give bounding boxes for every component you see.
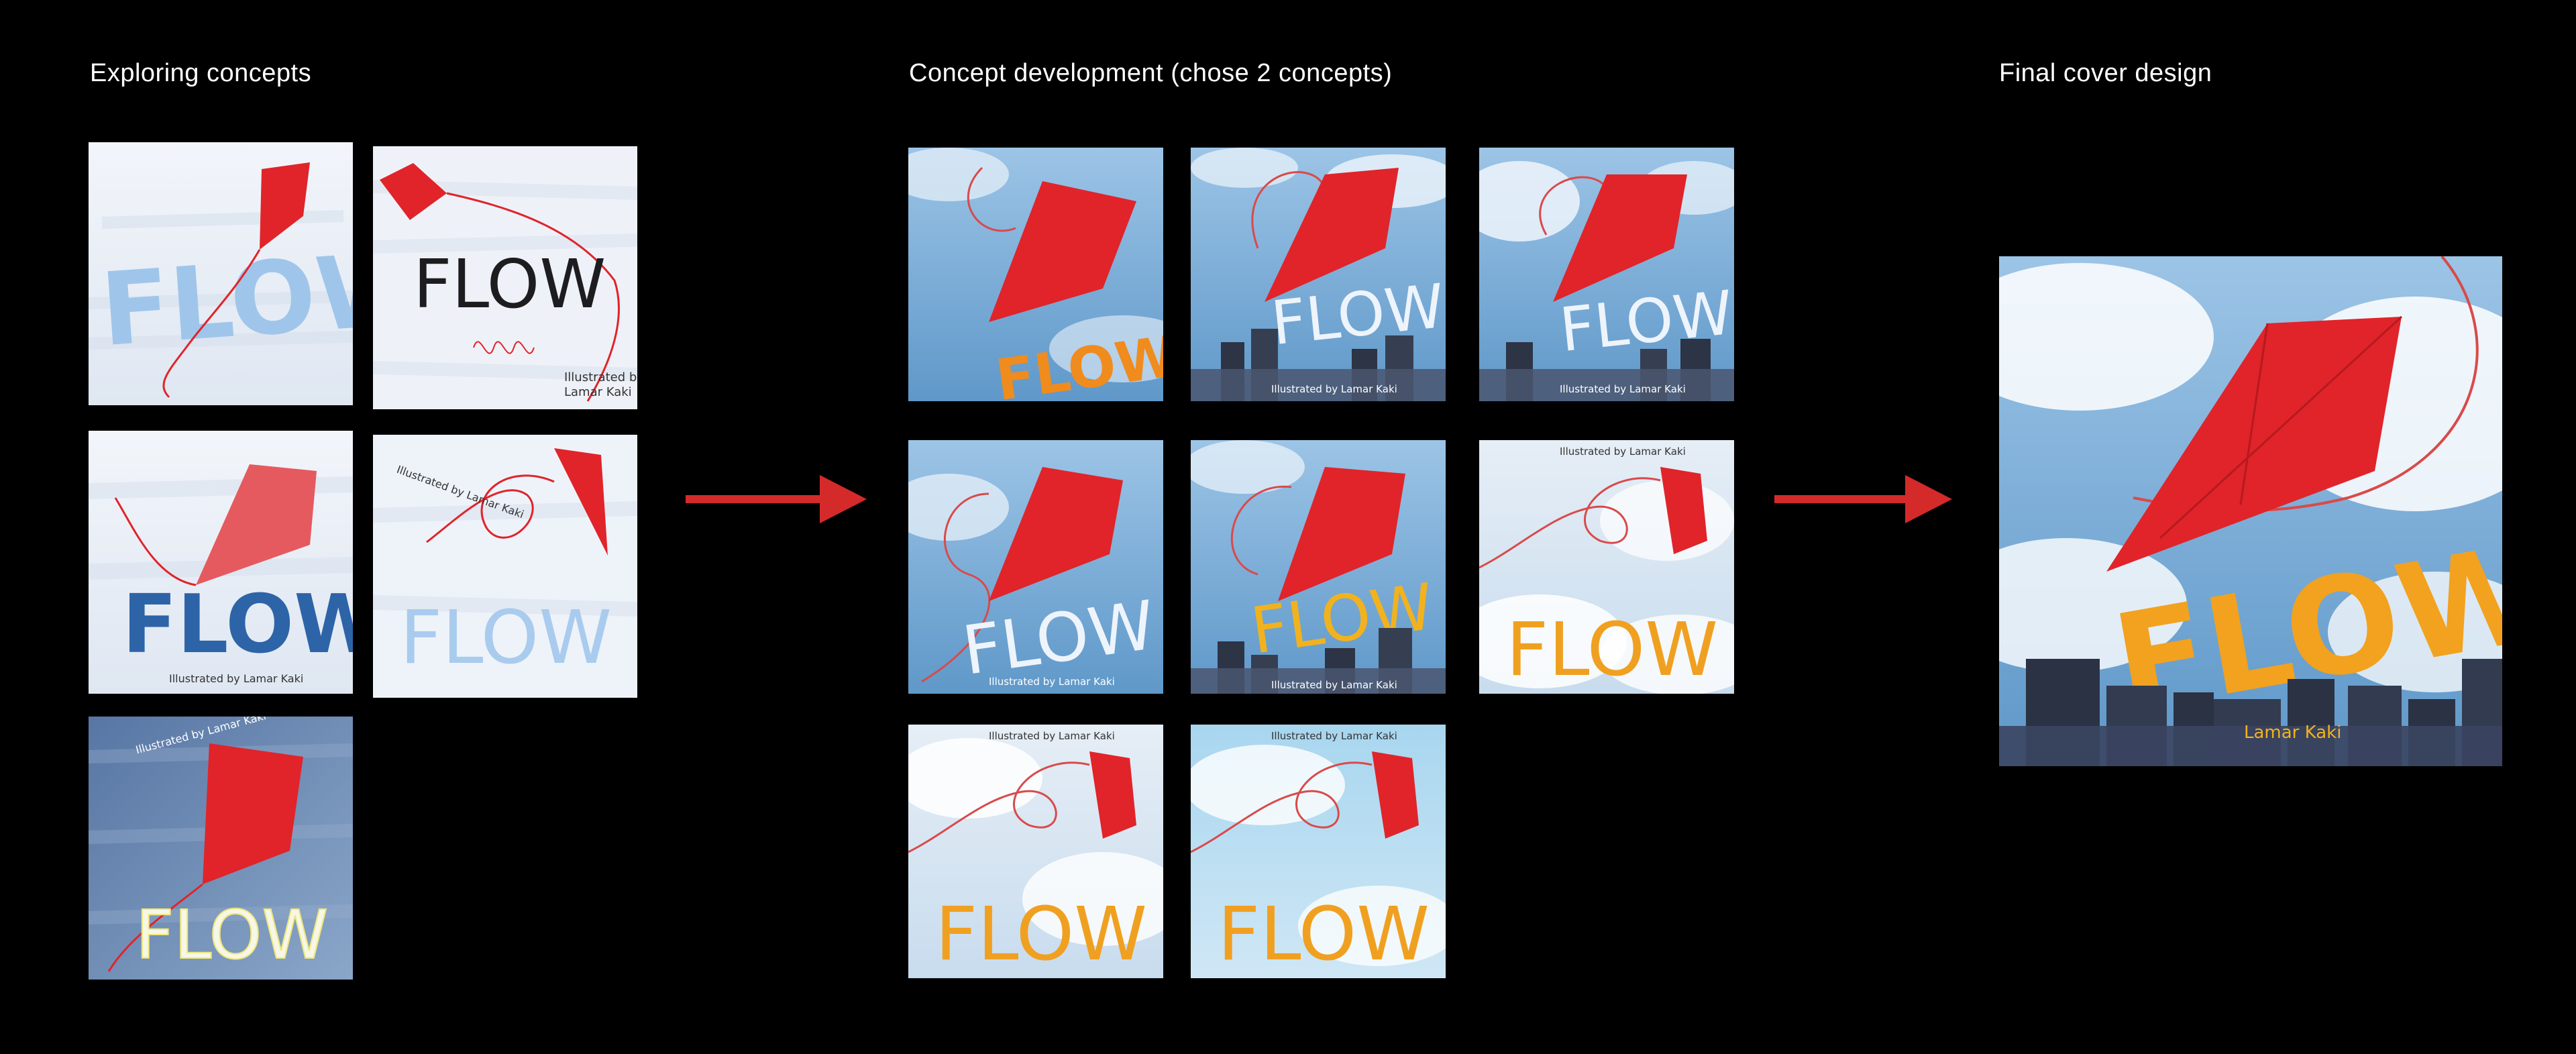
sketch-tile-4: Illustrated by Lamar Kaki FLOW (373, 435, 637, 698)
concept-credit: Illustrated by Lamar Kaki (1271, 679, 1397, 691)
sketch-tile-1: FLOW (89, 142, 353, 405)
concept-title: FLOW (1218, 891, 1430, 977)
concept-title: FLOW (1506, 607, 1718, 692)
concept-tile-7: Illustrated by Lamar Kaki FLOW (908, 725, 1163, 978)
sketch-tile-3: FLOW Illustrated by Lamar Kaki (89, 431, 353, 694)
sketch-tile-5: Illustrated by Lamar Kaki FLOW (89, 717, 353, 980)
final-cover: FLOW Lamar Kaki (1999, 256, 2502, 766)
concept-tile-3: FLOW Illustrated by Lamar Kaki (1479, 148, 1734, 401)
concept-tile-5: FLOW Illustrated by Lamar Kaki (1191, 440, 1446, 694)
sketch-tile-2: FLOW Illustrated by Lamar Kaki (373, 146, 637, 409)
concept-tile-1: FLOW (908, 148, 1163, 401)
heading-concept-development: Concept development (chose 2 concepts) (909, 59, 1393, 87)
concept-credit: Illustrated by Lamar Kaki (989, 676, 1115, 688)
concept-credit: Illustrated by Lamar Kaki (1271, 730, 1397, 742)
concept-credit: Illustrated by Lamar Kaki (989, 730, 1115, 742)
sketch-credit-line1: Illustrated by (564, 370, 637, 384)
concept-tile-4: FLOW Illustrated by Lamar Kaki (908, 440, 1163, 694)
sketch-title: FLOW (400, 594, 612, 680)
heading-exploring-concepts: Exploring concepts (90, 59, 312, 87)
sketch-credit: Illustrated by Lamar Kaki (169, 672, 303, 685)
concept-credit: Illustrated by Lamar Kaki (1560, 383, 1686, 395)
concept-credit: Illustrated by Lamar Kaki (1271, 383, 1397, 395)
concept-title: FLOW (935, 891, 1147, 977)
concept-tile-8: Illustrated by Lamar Kaki FLOW (1191, 725, 1446, 978)
concept-tile-6: Illustrated by Lamar Kaki FLOW (1479, 440, 1734, 694)
sketch-title: FLOW (413, 245, 606, 323)
concept-tile-2: FLOW Illustrated by Lamar Kaki (1191, 148, 1446, 401)
concept-credit: Illustrated by Lamar Kaki (1560, 445, 1686, 458)
final-author: Lamar Kaki (2244, 723, 2341, 743)
heading-final-cover-design: Final cover design (1999, 59, 2212, 87)
sketch-credit-line2: Lamar Kaki (564, 385, 632, 399)
sketch-title: FLOW (136, 896, 328, 974)
arrow-right-icon (686, 475, 867, 523)
arrow-right-icon (1774, 475, 1952, 523)
sketch-title: FLOW (122, 578, 353, 672)
